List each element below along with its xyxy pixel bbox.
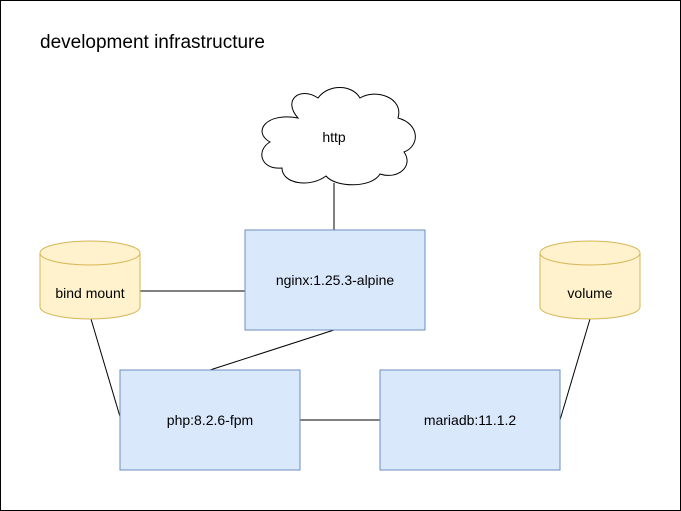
cylinder-top-rim (39, 252, 141, 266)
mariadb-box (379, 369, 561, 471)
volume-label: volume (567, 285, 612, 301)
cylinder-icon (39, 240, 141, 320)
cloud-icon (261, 87, 416, 186)
edge-bindmount-php (90, 318, 122, 421)
edge-volume-mariadb (559, 318, 591, 421)
bind-mount-node: bind mount (39, 240, 141, 320)
mariadb-node: mariadb:11.1.2 (379, 369, 561, 471)
cylinder-icon (539, 240, 641, 320)
nginx-label: nginx:1.25.3-alpine (276, 272, 395, 288)
cylinder-top-rim (539, 252, 641, 266)
internet-label: http (322, 129, 346, 145)
edges (90, 183, 591, 421)
bind-mount-label: bind mount (55, 285, 124, 301)
internet-cloud-node: http (261, 87, 416, 186)
edge-nginx-php (209, 329, 335, 371)
nginx-node: nginx:1.25.3-alpine (244, 229, 426, 331)
diagram-title: development infrastructure (40, 32, 265, 53)
volume-node: volume (539, 240, 641, 320)
php-label: php:8.2.6-fpm (167, 412, 253, 428)
mariadb-label: mariadb:11.1.2 (424, 412, 517, 428)
php-node: php:8.2.6-fpm (119, 369, 301, 471)
php-box (119, 369, 301, 471)
nginx-box (244, 229, 426, 331)
